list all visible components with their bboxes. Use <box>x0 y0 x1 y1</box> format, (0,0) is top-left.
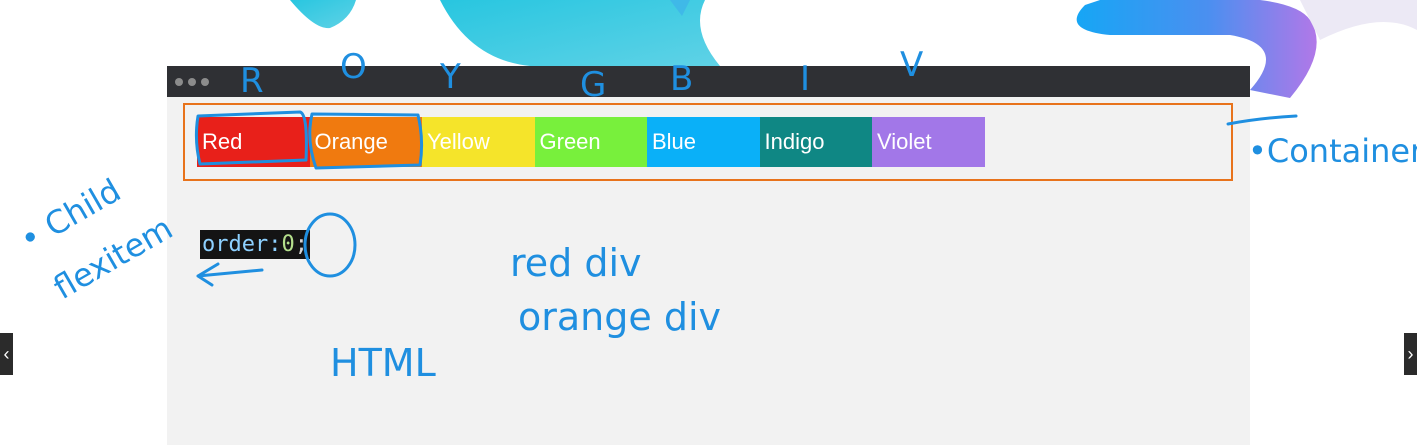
window-dot[interactable] <box>175 78 183 86</box>
flex-item-orange: Orange <box>309 117 422 167</box>
prev-slide-button[interactable]: ‹ <box>0 333 13 375</box>
browser-window: Red Orange Yellow Green Blue Indigo Viol… <box>167 66 1250 445</box>
next-slide-button[interactable]: › <box>1404 333 1417 375</box>
flex-item-red: Red <box>197 117 310 167</box>
flex-items: Red Orange Yellow Green Blue Indigo Viol… <box>197 117 985 167</box>
window-dot[interactable] <box>201 78 209 86</box>
code-semicolon: ; <box>294 232 308 257</box>
chevron-right-icon: › <box>1407 344 1414 364</box>
flex-item-label: Green <box>539 129 601 154</box>
window-dot[interactable] <box>188 78 196 86</box>
window-titlebar <box>167 66 1250 97</box>
flex-container: Red Orange Yellow Green Blue Indigo Viol… <box>183 103 1233 181</box>
code-property: order: <box>202 232 282 257</box>
flex-item-label: Violet <box>877 129 932 154</box>
chevron-left-icon: ‹ <box>3 344 10 364</box>
code-snippet: order:0; <box>200 230 310 259</box>
flex-item-label: Orange <box>314 129 388 154</box>
flex-item-indigo: Indigo <box>759 117 872 167</box>
flex-item-label: Yellow <box>427 129 490 154</box>
window-controls[interactable] <box>175 78 209 86</box>
flex-item-violet: Violet <box>872 117 985 167</box>
code-value: 0 <box>281 232 295 257</box>
flex-item-yellow: Yellow <box>422 117 535 167</box>
flex-item-label: Red <box>202 129 243 154</box>
flex-item-blue: Blue <box>647 117 760 167</box>
flex-item-label: Blue <box>652 129 697 154</box>
flex-item-green: Green <box>534 117 647 167</box>
flex-item-label: Indigo <box>764 129 825 154</box>
